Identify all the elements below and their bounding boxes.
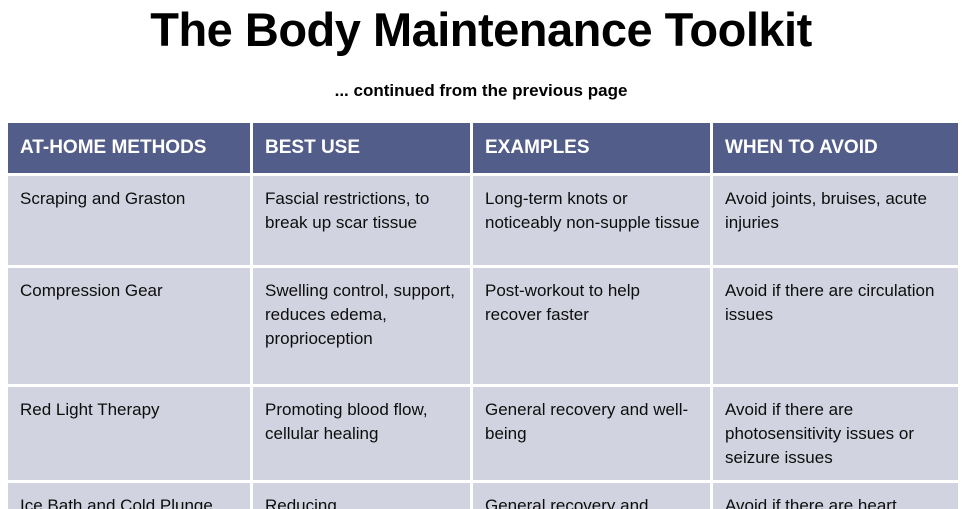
page-title: The Body Maintenance Toolkit [150,3,812,56]
table-row: Ice Bath and Cold Plunge Reducing Genera… [8,483,958,509]
cell-examples: Post-workout to help recover faster [473,268,710,384]
column-header-when-to-avoid: WHEN TO AVOID [713,123,958,173]
cell-when-to-avoid: Avoid if there are heart [713,483,958,509]
cell-examples: Long-term knots or noticeably non-supple… [473,176,710,265]
table-header: AT-HOME METHODS BEST USE EXAMPLES WHEN T… [8,123,958,173]
cell-best-use: Fascial restrictions, to break up scar t… [253,176,470,265]
cell-when-to-avoid: Avoid if there are photosensitivity issu… [713,387,958,480]
column-header-best-use: BEST USE [253,123,470,173]
cell-method: Ice Bath and Cold Plunge [8,483,250,509]
cell-examples: General recovery and [473,483,710,509]
column-header-examples: EXAMPLES [473,123,710,173]
toolkit-table: AT-HOME METHODS BEST USE EXAMPLES WHEN T… [5,120,961,509]
cell-best-use: Promoting blood flow, cellular healing [253,387,470,480]
toolkit-table-container: AT-HOME METHODS BEST USE EXAMPLES WHEN T… [8,123,958,509]
table-row: Compression Gear Swelling control, suppo… [8,268,958,384]
cell-method: Compression Gear [8,268,250,384]
cell-when-to-avoid: Avoid joints, bruises, acute injuries [713,176,958,265]
table-row: Red Light Therapy Promoting blood flow, … [8,387,958,480]
column-header-at-home-methods: AT-HOME METHODS [8,123,250,173]
cell-best-use: Swelling control, support, reduces edema… [253,268,470,384]
table-header-row: AT-HOME METHODS BEST USE EXAMPLES WHEN T… [8,123,958,173]
cell-method: Scraping and Graston [8,176,250,265]
cell-when-to-avoid: Avoid if there are circulation issues [713,268,958,384]
page-subtitle: ... continued from the previous page [334,81,628,100]
table-row: Scraping and Graston Fascial restriction… [8,176,958,265]
cell-best-use: Reducing [253,483,470,509]
cell-method: Red Light Therapy [8,387,250,480]
table-body: Scraping and Graston Fascial restriction… [8,176,958,509]
cell-examples: General recovery and well-being [473,387,710,480]
